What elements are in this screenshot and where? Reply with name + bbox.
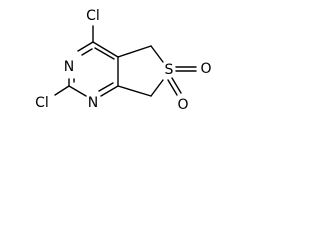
- atom-n-lower: N: [88, 95, 98, 111]
- bond-c4a-ch2a: [117, 45, 152, 58]
- atom-labels: Cl N N Cl S O O: [35, 8, 211, 113]
- bond-c4-c4a-inner: [94, 47, 115, 60]
- atom-o-right: O: [200, 61, 211, 77]
- bond-s-ch2b: [150, 79, 164, 97]
- bond-ch2b-c7a: [117, 85, 152, 97]
- bond-c4-c4a: [92, 41, 119, 58]
- bond-ch2a-s: [150, 45, 164, 63]
- bonds: [54, 25, 197, 97]
- atom-cl-left: Cl: [35, 95, 49, 111]
- bond-c7a-n3-inner: [98, 82, 114, 92]
- bond-s-o-bottom-2: [171, 77, 182, 94]
- atom-s: S: [165, 62, 174, 78]
- bond-s-o-bottom-1: [167, 79, 178, 96]
- atom-cl-top: Cl: [86, 8, 100, 24]
- atom-o-bottom: O: [177, 97, 188, 113]
- bond-n1-c4: [77, 41, 94, 52]
- atom-n-upper: N: [64, 59, 74, 75]
- chemical-structure: Cl N N Cl S O O: [35, 8, 211, 113]
- bond-n3-c2: [68, 85, 87, 97]
- bond-c2-cl: [54, 85, 70, 96]
- bond-n1-c4-inner: [81, 48, 93, 56]
- bond-c7a-n3: [100, 85, 119, 97]
